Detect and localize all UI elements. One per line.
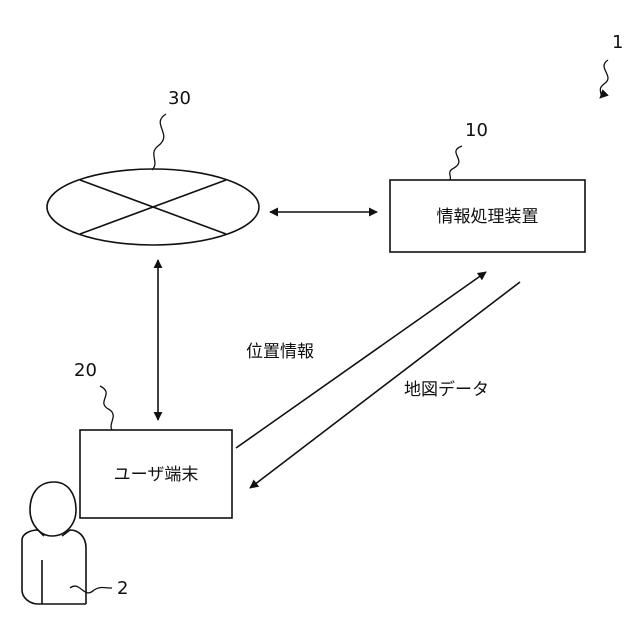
user-terminal-ref-number: 20: [74, 360, 97, 381]
info-device-ref-leader: [450, 146, 462, 180]
user-terminal-ref-leader: [100, 386, 113, 430]
network-ref-leader: [152, 114, 166, 170]
person-body: [22, 530, 86, 604]
position-info-label: 位置情報: [246, 342, 314, 362]
info-device-ref-number: 10: [465, 120, 488, 141]
person-ref-number: 2: [117, 578, 128, 599]
person-head: [30, 482, 76, 536]
info-device-label: 情報処理装置: [437, 207, 539, 227]
person-ref-leader: [70, 586, 112, 593]
system-ref-leader: [600, 60, 608, 98]
map-data-label: 地図データ: [404, 379, 489, 400]
system-ref-number: 1: [612, 32, 623, 53]
network-ref-number: 30: [168, 88, 191, 109]
user-terminal-label: ユーザ端末: [114, 465, 199, 485]
